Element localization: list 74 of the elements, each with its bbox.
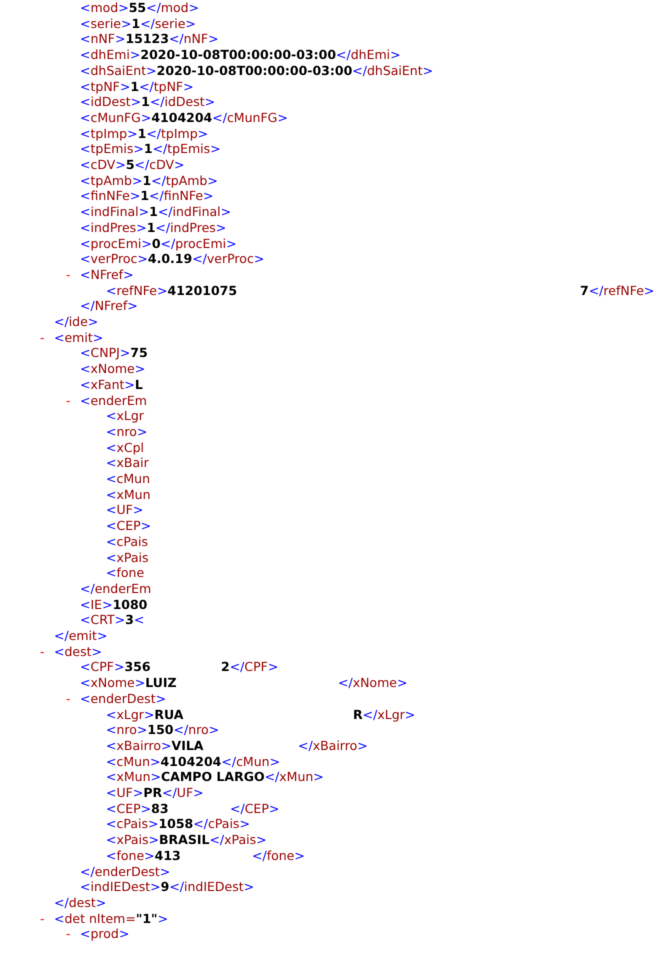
xml-code-line: <xLgr — [106, 408, 144, 424]
xml-code-line: </dest> — [54, 894, 106, 911]
xml-code-line: </emit> — [54, 628, 108, 644]
xml-code-line: <prod> — [80, 926, 130, 942]
xml-code-line: <finNFe>1</finNFe> — [80, 188, 214, 204]
xml-code-line: <cPais — [106, 534, 148, 550]
xml-code-line: <enderDest> — [80, 690, 166, 707]
xml-code-line: <xPais>BRASIL</xPais> — [106, 832, 267, 848]
xml-code-line: <UF>PR</UF> — [106, 785, 204, 801]
xml-code-line: <serie>1</serie> — [80, 16, 196, 32]
xml-code-line: <dhSaiEnt>2020-10-08T00:00:00-03:00</dhSaiEnt> — [80, 62, 434, 79]
xml-code-line: <NFref> — [80, 266, 134, 283]
xml-code-line: <xFant>L — [80, 376, 143, 393]
xml-code-line: <tpEmis>1</tpEmis> — [80, 141, 221, 158]
xml-code-line: <nNF>15123</nNF> — [80, 31, 219, 48]
collapse-toggle: - — [40, 330, 45, 346]
xml-code-line: <xPais — [106, 550, 149, 566]
xml-code-line: <det nItem="1"> — [54, 910, 168, 927]
xml-code-line: <cMun>4104204</cMun> — [106, 754, 280, 770]
xml-code-line: <refNFe>41201075 — [106, 282, 238, 299]
xml-code-line: <mod>55</mod> — [80, 0, 200, 16]
xml-code-line: 7</refNFe> — [580, 282, 654, 299]
xml-code-line: <tpNF>1</tpNF> — [80, 78, 194, 94]
xml-code-line: </xNome> — [338, 675, 408, 692]
xml-code-line: </CEP> — [230, 800, 280, 817]
xml-code-line: <verProc>4.0.19</verProc> — [80, 251, 264, 268]
xml-code-line: <cPais>1058</cPais> — [106, 816, 250, 832]
collapse-toggle: - — [40, 910, 45, 927]
xml-code-line: <xNome> — [80, 361, 146, 378]
xml-code-line: <dhEmi>2020-10-08T00:00:00-03:00</dhEmi> — [80, 47, 401, 64]
xml-code-line: </ide> — [54, 314, 98, 330]
xml-code-line: </enderEm — [80, 580, 152, 597]
xml-code-line: <dest> — [54, 644, 102, 660]
xml-code-line: <CEP>83 — [106, 800, 169, 817]
xml-code-line: <emit> — [54, 330, 104, 346]
xml-code-line: </NFref> — [80, 298, 138, 314]
xml-code-line: <enderEm — [80, 392, 147, 408]
xml-code-line: R</xLgr> — [353, 706, 416, 722]
xml-code-line: <tpImp>1</tpImp> — [80, 126, 208, 142]
xml-code-line: <CRT>3< — [80, 612, 144, 628]
xml-code-line: <fone>413 — [106, 848, 181, 864]
xml-code-line: <indPres>1</indPres> — [80, 220, 226, 236]
xml-code-line: <xBairro>VILA — [106, 738, 204, 754]
xml-code-line: <xBair — [106, 455, 149, 472]
xml-code-line: <CEP> — [106, 518, 152, 534]
xml-code-line: <CNPJ>75 — [80, 345, 148, 362]
xml-code-line: <idDest>1</idDest> — [80, 94, 216, 110]
xml-code-line: <indFinal>1</indFinal> — [80, 204, 232, 220]
collapse-toggle: - — [40, 644, 45, 660]
xml-code-line: <cMunFG>4104204</cMunFG> — [80, 110, 288, 126]
xml-code-line: <cDV>5</cDV> — [80, 157, 185, 173]
xml-code-line: <xMun — [106, 486, 151, 503]
xml-code-line: <nro> — [106, 424, 148, 440]
xml-code-line: <tpAmb>1</tpAmb> — [80, 172, 218, 189]
xml-code-line: <nro>150</nro> — [106, 722, 220, 738]
xml-code-line: <xNome>LUIZ — [80, 675, 177, 692]
xml-code-line: </enderDest> — [80, 864, 170, 880]
collapse-toggle: - — [66, 690, 71, 707]
xml-code-line: <cMun — [106, 471, 150, 487]
xml-code-line: <indIEDest>9</indIEDest> — [80, 879, 254, 896]
xml-code-line: <xLgr>RUA — [106, 706, 184, 722]
xml-code-line: <fone — [106, 565, 144, 582]
xml-code-line: </xBairro> — [298, 738, 368, 754]
collapse-toggle: - — [66, 392, 71, 408]
xml-code-line: <procEmi>0</procEmi> — [80, 236, 237, 252]
xml-code-line: <UF> — [106, 502, 144, 518]
xml-code-line: <xMun>CAMPO LARGO</xMun> — [106, 769, 324, 786]
xml-code-line: <xCpl — [106, 440, 144, 456]
xml-code-line: <IE>1080 — [80, 596, 148, 613]
xml-code-line: <CPF>356 — [80, 659, 151, 676]
xml-code-line: </fone> — [252, 848, 305, 864]
collapse-toggle: - — [66, 926, 71, 942]
xml-code-line: 2</CPF> — [221, 659, 278, 676]
collapse-toggle: - — [66, 266, 71, 283]
